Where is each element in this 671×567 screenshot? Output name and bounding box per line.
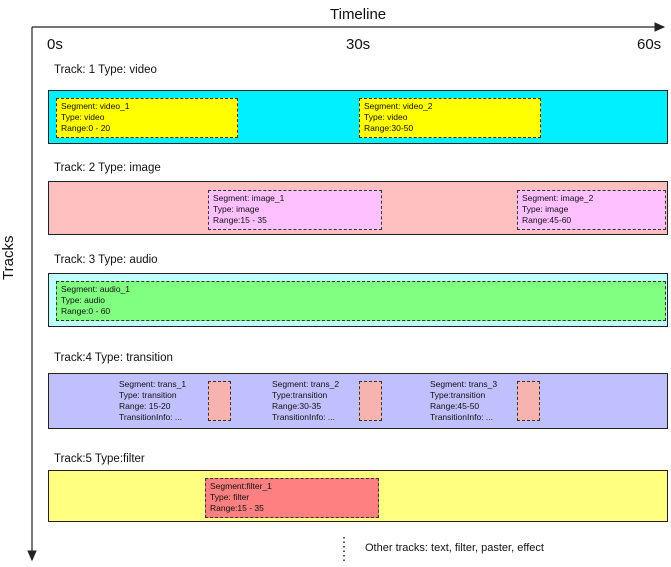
segment-range: Range:15 - 35 xyxy=(210,503,264,513)
segment-image-1[interactable]: Segment: image_1 Type: image Range:15 - … xyxy=(208,190,382,230)
segment-range: Range:45-50 xyxy=(430,401,480,411)
segment-type: Type: video xyxy=(364,112,408,122)
segment-type: Type: filter xyxy=(210,492,250,502)
segment-range: Range:30-50 xyxy=(364,123,414,133)
timeline-axis-title: Timeline xyxy=(330,6,387,23)
track-5-filter: Segment:filter_1 Type: filter Range:15 -… xyxy=(48,470,668,522)
tracks-axis-title: Tracks xyxy=(0,235,17,280)
segment-range: Range:15 - 35 xyxy=(213,215,267,225)
segment-name: Segment: trans_1 xyxy=(119,379,187,389)
segment-type: Type: transition xyxy=(119,390,177,400)
segment-trans-2-block[interactable] xyxy=(359,381,382,421)
segment-range: Range: 15-20 xyxy=(119,401,171,411)
segment-name: Segment: image_2 xyxy=(522,193,594,203)
segment-type: Type:transition xyxy=(430,390,486,400)
segment-range: Range:0 - 60 xyxy=(61,306,111,316)
segment-type: Type: audio xyxy=(61,295,105,305)
segment-name: Segment: video_2 xyxy=(364,101,433,111)
tick-60s: 60s xyxy=(637,36,662,53)
segment-range: Range:0 - 20 xyxy=(61,123,111,133)
tick-30s: 30s xyxy=(346,36,371,53)
track-1-video: Segment: video_1 Type: video Range:0 - 2… xyxy=(48,90,668,144)
segment-name: Segment: trans_2 xyxy=(272,379,340,389)
segment-audio-1[interactable]: Segment: audio_1 Type: audio Range:0 - 6… xyxy=(56,281,666,321)
segment-transition-info: TransitionInfo: ... xyxy=(430,412,493,422)
segment-trans-1-info: Segment: trans_1 Type: transition Range:… xyxy=(119,379,186,423)
segment-video-1[interactable]: Segment: video_1 Type: video Range:0 - 2… xyxy=(56,98,238,138)
segment-transition-info: TransitionInfo: ... xyxy=(272,412,335,422)
track-4-label: Track:4 Type: transition xyxy=(54,352,173,364)
segment-image-2[interactable]: Segment: image_2 Type: image Range:45-60 xyxy=(517,190,666,230)
segment-trans-3-info: Segment: trans_3 Type:transition Range:4… xyxy=(430,379,497,423)
segment-name: Segment: video_1 xyxy=(61,101,130,111)
track-5-label: Track:5 Type:filter xyxy=(54,453,145,465)
track-2-label: Track: 2 Type: image xyxy=(54,162,161,174)
segment-type: Type: image xyxy=(213,204,260,214)
segment-transition-info: TransitionInfo: ... xyxy=(119,412,182,422)
segment-trans-2-info: Segment: trans_2 Type:transition Range:3… xyxy=(272,379,339,423)
segment-name: Segment: audio_1 xyxy=(61,284,130,294)
segment-type: Type: video xyxy=(61,112,105,122)
segment-video-2[interactable]: Segment: video_2 Type: video Range:30-50 xyxy=(359,98,541,138)
segment-name: Segment:filter_1 xyxy=(210,481,272,491)
track-1-label: Track: 1 Type: video xyxy=(54,64,157,76)
segment-range: Range:45-60 xyxy=(522,215,572,225)
segment-name: Segment: image_1 xyxy=(213,193,285,203)
segment-type: Type:transition xyxy=(272,390,328,400)
segment-name: Segment: trans_3 xyxy=(430,379,498,389)
track-4-transition: Segment: trans_1 Type: transition Range:… xyxy=(48,373,668,429)
segment-filter-1[interactable]: Segment:filter_1 Type: filter Range:15 -… xyxy=(205,478,379,518)
segment-trans-3-block[interactable] xyxy=(517,381,540,421)
tick-0s: 0s xyxy=(47,36,63,53)
segment-trans-1-block[interactable] xyxy=(208,381,231,421)
track-3-label: Track: 3 Type: audio xyxy=(54,254,158,266)
track-2-image: Segment: image_1 Type: image Range:15 - … xyxy=(48,181,668,235)
track-3-audio: Segment: audio_1 Type: audio Range:0 - 6… xyxy=(48,273,668,327)
other-tracks-note: Other tracks: text, filter, paster, effe… xyxy=(365,542,544,554)
segment-range: Range:30-35 xyxy=(272,401,322,411)
segment-type: Type: image xyxy=(522,204,569,214)
